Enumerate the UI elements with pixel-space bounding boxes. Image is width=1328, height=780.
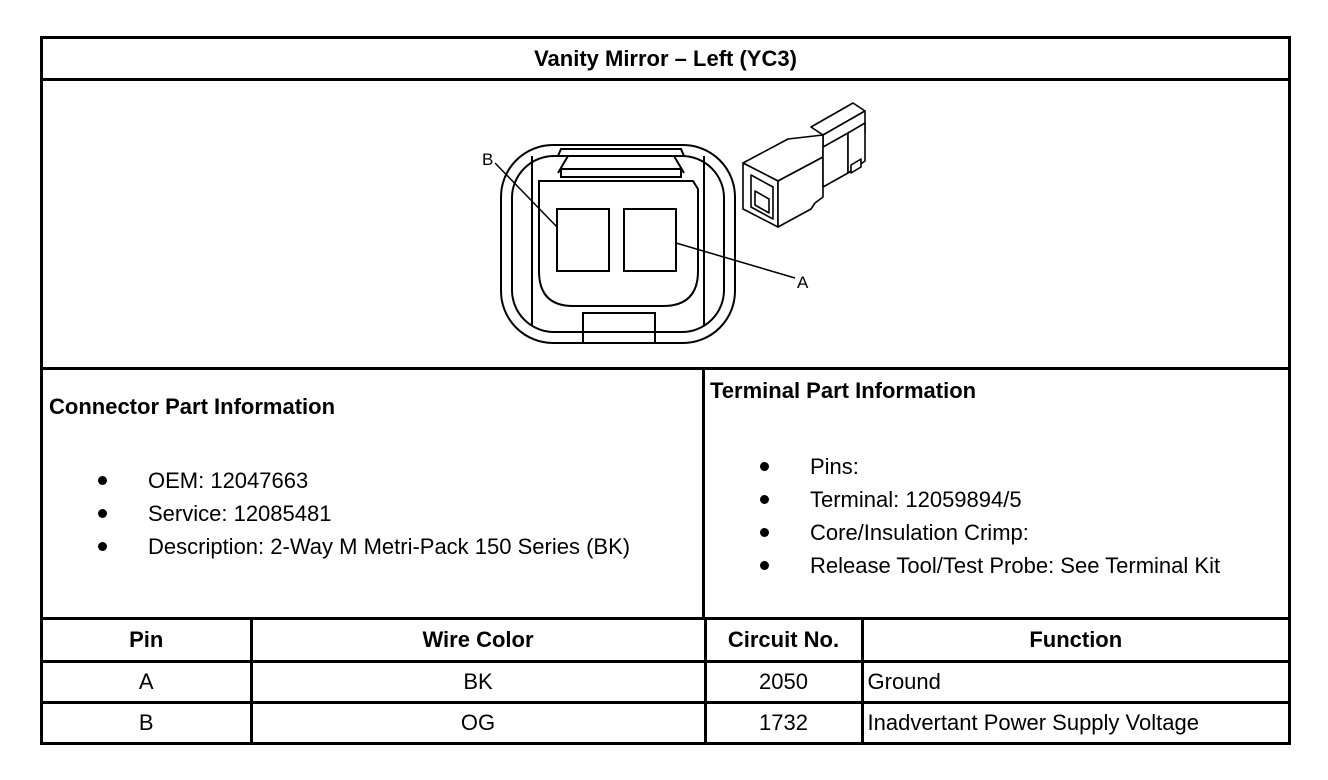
connector-oem: OEM: 12047663 bbox=[98, 464, 630, 497]
terminal-crimp: Core/Insulation Crimp: bbox=[760, 516, 1220, 549]
pin-cell: B bbox=[43, 700, 253, 743]
terminal-release-tool: Release Tool/Test Probe: See Terminal Ki… bbox=[760, 549, 1220, 582]
function-header: Function bbox=[860, 620, 1288, 663]
terminal-part-list: Pins: Terminal: 12059894/5 Core/Insulati… bbox=[760, 450, 1220, 582]
connector-title: Vanity Mirror – Left (YC3) bbox=[43, 39, 1288, 81]
pin-a-cavity bbox=[623, 208, 677, 272]
table-row: B OG 1732 Inadvertant Power Supply Volta… bbox=[43, 700, 1288, 743]
pin-a-label: A bbox=[797, 273, 809, 292]
wire-color-cell: BK bbox=[249, 659, 707, 704]
connector-cavity bbox=[538, 180, 699, 307]
pin-a-leader bbox=[675, 242, 796, 279]
terminal-part-heading: Terminal Part Information bbox=[710, 378, 977, 403]
terminal-number: Terminal: 12059894/5 bbox=[760, 483, 1220, 516]
connector-sheet: Vanity Mirror – Left (YC3) bbox=[40, 36, 1291, 745]
connector-housing-inner bbox=[511, 155, 725, 333]
pin-b-leader bbox=[494, 162, 558, 228]
connector-part-information: Connector Part Information OEM: 12047663… bbox=[43, 370, 705, 617]
pin-cell: A bbox=[43, 659, 253, 704]
pin-table-header: Pin Wire Color Circuit No. Function bbox=[43, 620, 1288, 663]
pin-b-cavity bbox=[556, 208, 610, 272]
connector-diagram: B A bbox=[43, 81, 1288, 370]
connector-isometric-drawing bbox=[742, 102, 866, 228]
circuit-cell: 2050 bbox=[703, 659, 864, 704]
connector-description: Description: 2-Way M Metri-Pack 150 Seri… bbox=[98, 530, 630, 563]
connector-part-heading: Connector Part Information bbox=[49, 394, 336, 419]
terminal-part-information: Terminal Part Information Pins: Terminal… bbox=[705, 370, 1288, 617]
table-row: A BK 2050 Ground bbox=[43, 659, 1288, 704]
terminal-pins: Pins: bbox=[760, 450, 1220, 483]
pin-header: Pin bbox=[43, 620, 253, 663]
connector-face-drawing: B A bbox=[482, 102, 866, 344]
connector-part-list: OEM: 12047663 Service: 12085481 Descript… bbox=[98, 464, 630, 563]
connector-service: Service: 12085481 bbox=[98, 497, 630, 530]
wire-color-header: Wire Color bbox=[249, 620, 707, 663]
pin-b-label: B bbox=[482, 150, 493, 169]
circuit-header: Circuit No. bbox=[703, 620, 864, 663]
part-information: Connector Part Information OEM: 12047663… bbox=[43, 370, 1288, 620]
circuit-cell: 1732 bbox=[703, 700, 864, 743]
function-cell: Ground bbox=[860, 659, 1288, 704]
pin-table: Pin Wire Color Circuit No. Function A BK… bbox=[43, 620, 1288, 743]
wire-color-cell: OG bbox=[249, 700, 707, 743]
function-cell: Inadvertant Power Supply Voltage bbox=[860, 700, 1288, 743]
